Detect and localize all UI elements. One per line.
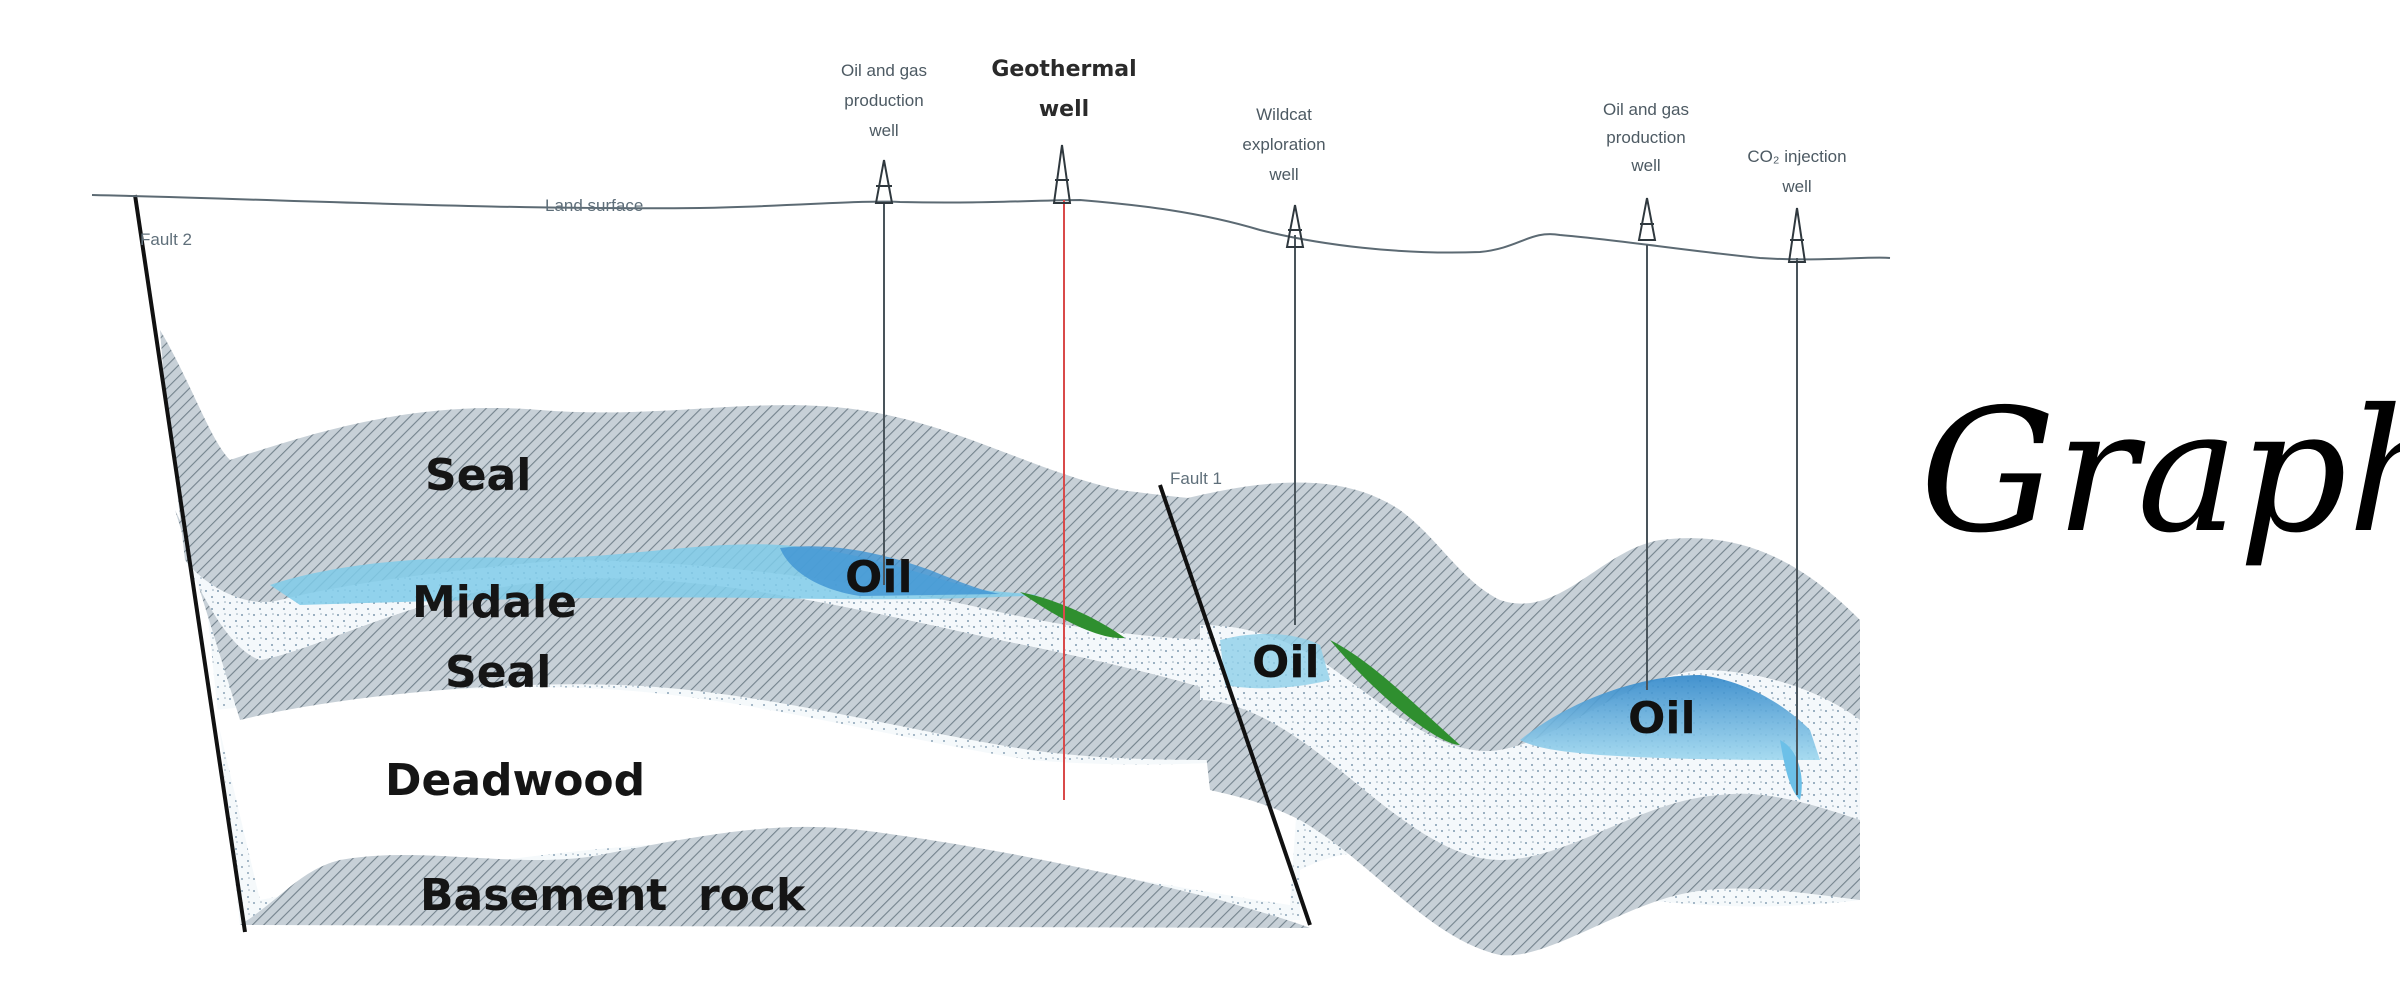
layer-label-seal-mid: Seal (445, 647, 551, 698)
svg-text:well: well (1630, 156, 1660, 175)
well-label-oil-gas-1: Oil and gas production well (841, 61, 927, 140)
fault-1-label: Fault 1 (1170, 469, 1222, 488)
svg-text:well: well (1268, 165, 1298, 184)
svg-text:Oil and gas: Oil and gas (841, 61, 927, 80)
seal-middle-layer (175, 510, 1220, 760)
handwritten-annotation: Graph (1920, 373, 2400, 571)
fault-2-line (133, 194, 247, 933)
oil-label-1: Oil (845, 552, 913, 603)
well-wildcat (1285, 204, 1305, 625)
svg-text:well: well (1781, 177, 1811, 196)
svg-text:well: well (868, 121, 898, 140)
seal-top-right-block (1180, 482, 1860, 752)
well-label-oil-gas-2: Oil and gas production well (1603, 100, 1689, 175)
svg-text:well: well (1039, 97, 1089, 122)
layer-label-seal-top: Seal (425, 450, 531, 501)
svg-text:production: production (1606, 128, 1685, 147)
svg-text:exploration: exploration (1242, 135, 1325, 154)
well-oil-gas-2 (1637, 197, 1657, 690)
fault-2-label: Fault 2 (140, 230, 192, 249)
oil-trap-3 (1520, 675, 1820, 760)
green-lens-1 (1020, 592, 1125, 639)
well-geothermal (1052, 144, 1072, 800)
svg-text:CO₂ injection: CO₂ injection (1747, 147, 1846, 166)
layer-label-deadwood: Deadwood (385, 755, 645, 806)
green-lens-2 (1330, 640, 1460, 745)
svg-text:Wildcat: Wildcat (1256, 105, 1312, 124)
svg-text:Oil and gas: Oil and gas (1603, 100, 1689, 119)
deadwood-interior (215, 687, 1300, 905)
well-label-wildcat: Wildcat exploration well (1242, 105, 1325, 184)
land-surface-line (91, 194, 1891, 261)
oil-trap-2 (1220, 633, 1330, 689)
basement-rock-layer (240, 826, 1310, 928)
well-co2-injection (1787, 207, 1807, 795)
oil-label-3: Oil (1628, 693, 1696, 744)
fault-1-line (1158, 484, 1312, 926)
land-surface-label: Land surface (545, 196, 643, 215)
well-oil-gas-1 (874, 159, 894, 585)
layer-label-basement: Basement rock (420, 870, 807, 921)
well-label-co2: CO₂ injection well (1747, 147, 1846, 196)
layer-label-midale: Midale (412, 577, 577, 628)
oil-label-2: Oil (1252, 637, 1320, 688)
seal-lower-right-block (1200, 700, 1860, 956)
oil-trap-1-core (780, 546, 1000, 596)
svg-text:Geothermal: Geothermal (991, 57, 1136, 82)
well-label-geothermal: Geothermal well (991, 57, 1136, 122)
svg-text:production: production (844, 91, 923, 110)
